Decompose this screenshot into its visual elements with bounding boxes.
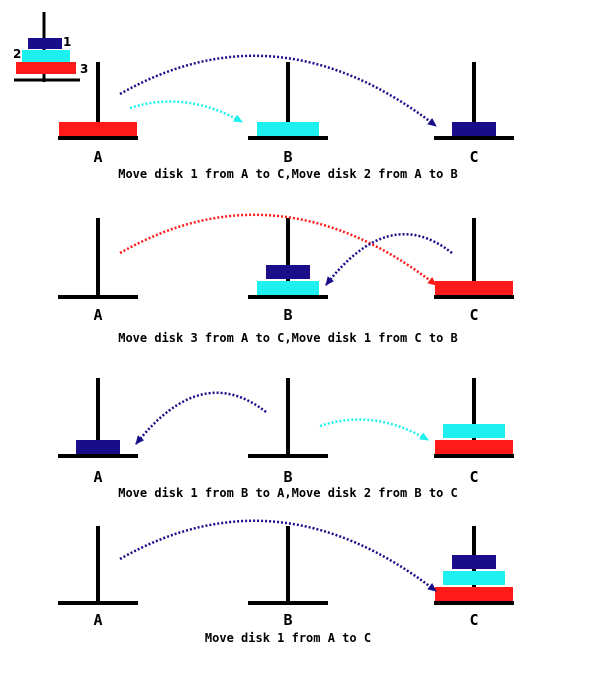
disk-1-on-b	[266, 265, 310, 279]
legend-disk-3	[16, 62, 76, 74]
peg-label-a: A	[93, 148, 102, 166]
step-3: A B C Move disk 1 from B to A,Move disk 2 f…	[58, 378, 514, 500]
step-4-caption: Move disk 1 from A to C	[205, 631, 371, 645]
disk-1-on-c	[452, 555, 496, 569]
step-1: A B C Move disk 1 from A to C,Move disk 2 f…	[58, 54, 514, 181]
disk-2-on-c	[443, 424, 505, 438]
legend-disk-1	[28, 38, 62, 49]
peg-label-a: A	[93, 468, 102, 486]
peg-label-a: A	[93, 611, 102, 629]
peg-label-c: C	[469, 306, 478, 324]
peg-label-c: C	[469, 468, 478, 486]
legend-label-1: 1	[63, 35, 71, 49]
move-arrow-disk-2-a-to-b	[129, 100, 243, 124]
legend-disk-2	[22, 50, 70, 62]
step-2-caption: Move disk 3 from A to C,Move disk 1 from…	[118, 331, 458, 345]
move-arrow-disk-1-a-to-c	[119, 519, 437, 592]
legend-label-3: 3	[80, 62, 88, 76]
peg-label-c: C	[469, 611, 478, 629]
disk-3-on-a	[59, 122, 137, 136]
disk-2-on-b	[257, 122, 319, 136]
disk-3-on-c	[435, 440, 513, 454]
disk-2-on-c	[443, 571, 505, 585]
disk-1-on-a	[76, 440, 120, 454]
step-2: A B C Move disk 3 from A to C,Move disk 1 f…	[58, 213, 514, 345]
disk-3-on-c	[435, 281, 513, 295]
disk-2-on-b	[257, 281, 319, 295]
move-arrow-disk-1-c-to-b	[325, 232, 453, 286]
peg-label-c: C	[469, 148, 478, 166]
step-3-caption: Move disk 1 from B to A,Move disk 2 from…	[118, 486, 458, 500]
move-arrow-disk-1-a-to-c	[119, 54, 437, 127]
peg-label-b: B	[283, 468, 292, 486]
legend: 1 2 3	[13, 12, 88, 82]
step-4: A B C Move disk 1 from A to C	[58, 519, 514, 645]
disk-3-on-c	[435, 587, 513, 601]
peg-label-a: A	[93, 306, 102, 324]
legend-label-2: 2	[13, 47, 21, 61]
peg-label-b: B	[283, 306, 292, 324]
move-arrow-disk-2-b-to-c	[319, 418, 429, 442]
move-arrow-disk-3-a-to-c	[119, 213, 437, 286]
peg-label-b: B	[283, 148, 292, 166]
disk-1-on-c	[452, 122, 496, 136]
peg-label-b: B	[283, 611, 292, 629]
step-1-caption: Move disk 1 from A to C,Move disk 2 from…	[118, 167, 458, 181]
move-arrow-disk-1-b-to-a	[135, 391, 267, 445]
steps: A B C Move disk 1 from A to C,Move disk 2 f…	[58, 54, 514, 645]
